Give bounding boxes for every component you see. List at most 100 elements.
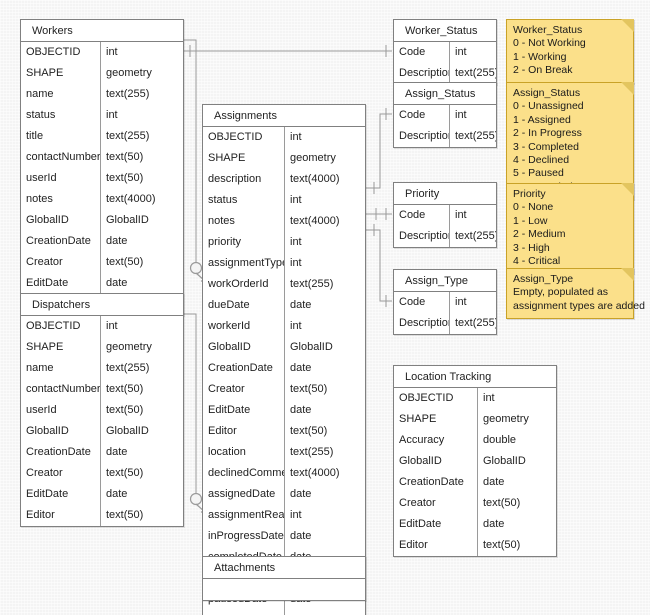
note-fold-corner-icon bbox=[621, 19, 634, 32]
entity-title: Assign_Status bbox=[394, 83, 496, 105]
entity-title: Assign_Type bbox=[394, 270, 496, 292]
field-row: GlobalID GlobalID bbox=[203, 337, 365, 358]
field-name: status bbox=[21, 105, 101, 126]
field-type: GlobalID bbox=[106, 214, 149, 226]
field-name: Code bbox=[394, 292, 450, 313]
field-type: text(50) bbox=[106, 172, 144, 184]
entity-title: Location Tracking bbox=[394, 366, 556, 388]
field-name: CreationDate bbox=[21, 442, 101, 463]
field-name: userId bbox=[21, 168, 101, 189]
field-type: geometry bbox=[106, 341, 152, 353]
note-line: 2 - On Break bbox=[513, 64, 573, 77]
note-line: 1 - Working bbox=[513, 50, 567, 63]
field-type: int bbox=[106, 320, 118, 332]
field-name: OBJECTID bbox=[21, 316, 101, 337]
field-row: OBJECTID int bbox=[21, 316, 183, 337]
field-type: date bbox=[483, 476, 505, 488]
entity-title: Dispatchers bbox=[21, 294, 183, 316]
field-name: EditDate bbox=[21, 273, 101, 294]
field-name: GlobalID bbox=[203, 337, 285, 358]
entity-attachments[interactable]: Attachments bbox=[202, 556, 366, 601]
note-line: 0 - Unassigned bbox=[513, 100, 584, 113]
field-type: int bbox=[106, 46, 118, 58]
field-row: declinedCommenttext(4000) bbox=[203, 463, 365, 484]
field-type: text(50) bbox=[106, 467, 144, 479]
field-name: workerId bbox=[203, 316, 285, 337]
field-type: text(255) bbox=[455, 317, 496, 329]
note-line: 1 - Low bbox=[513, 214, 548, 227]
field-name: Description bbox=[394, 126, 450, 147]
field-name: OBJECTID bbox=[21, 42, 101, 63]
field-type: GlobalID bbox=[290, 341, 333, 353]
field-name: EditDate bbox=[21, 484, 101, 505]
field-type: text(50) bbox=[483, 497, 521, 509]
field-type: date bbox=[290, 488, 312, 500]
field-type: text(50) bbox=[106, 404, 144, 416]
field-name: contactNumber bbox=[21, 147, 101, 168]
note-title: Priority bbox=[513, 188, 546, 200]
field-name: Code bbox=[394, 205, 450, 226]
empty-row bbox=[203, 579, 365, 600]
field-name: CreationDate bbox=[21, 231, 101, 252]
field-type: text(50) bbox=[106, 256, 144, 268]
entity-title: Workers bbox=[21, 20, 183, 42]
field-row: workOrderId text(255) bbox=[203, 274, 365, 295]
field-type: date bbox=[106, 446, 128, 458]
field-type: text(50) bbox=[106, 151, 144, 163]
field-name: assignmentRead bbox=[203, 505, 285, 526]
entity-field-list bbox=[203, 579, 365, 600]
note-title: Worker_Status bbox=[513, 24, 583, 36]
field-type: date bbox=[290, 362, 312, 374]
field-name: priority bbox=[203, 232, 285, 253]
field-name: Creator bbox=[203, 379, 285, 400]
field-name: GlobalID bbox=[394, 451, 478, 472]
field-type: text(50) bbox=[106, 509, 144, 521]
note-line: 4 - Critical bbox=[513, 255, 561, 268]
note-line: Empty, populated as bbox=[513, 286, 608, 299]
field-type: text(255) bbox=[290, 278, 334, 290]
entity-title: Priority bbox=[394, 183, 496, 205]
field-type: int bbox=[455, 46, 467, 58]
note-fold-corner-icon bbox=[621, 82, 634, 95]
field-type: GlobalID bbox=[106, 425, 149, 437]
field-name: name bbox=[21, 84, 101, 105]
field-type: int bbox=[290, 194, 302, 206]
field-name: dispatcherId bbox=[203, 610, 285, 615]
field-type: text(4000) bbox=[290, 467, 340, 479]
field-name: workOrderId bbox=[203, 274, 285, 295]
field-type: text(255) bbox=[455, 67, 496, 79]
field-name: Editor bbox=[394, 535, 478, 556]
field-name: OBJECTID bbox=[203, 127, 285, 148]
